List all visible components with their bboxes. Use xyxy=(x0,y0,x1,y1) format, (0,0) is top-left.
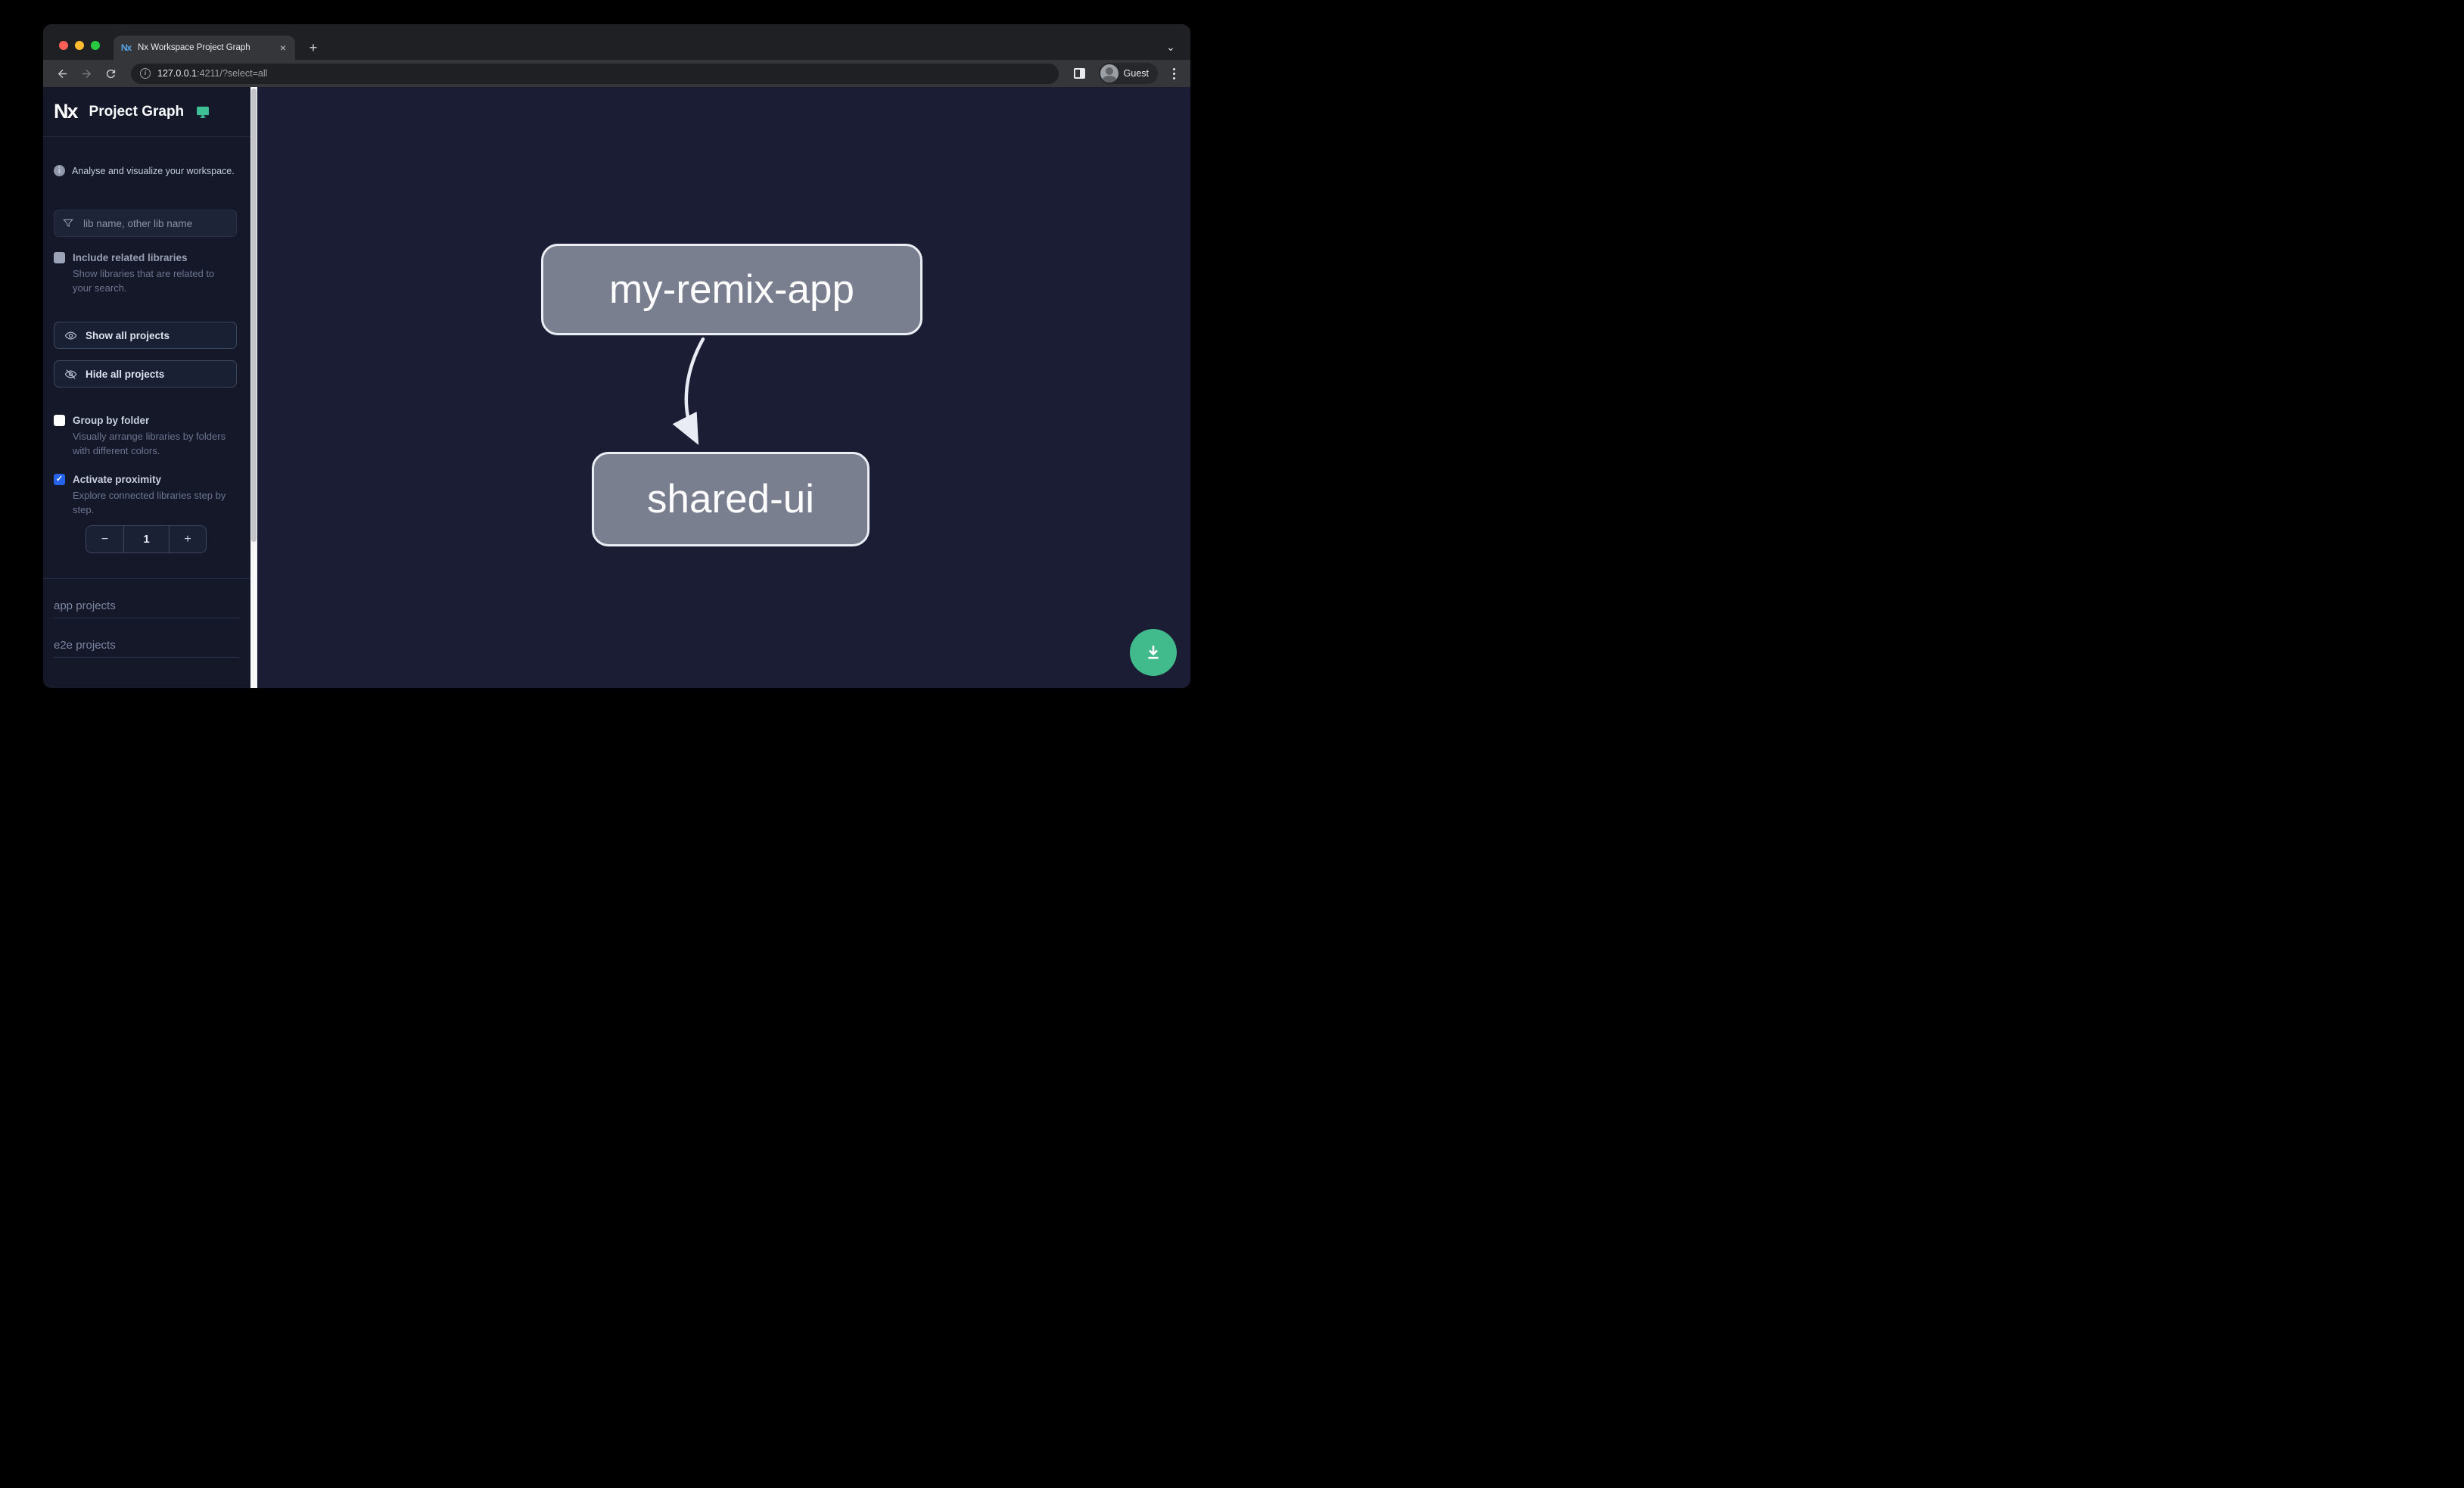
site-info-icon[interactable]: i xyxy=(140,68,151,79)
eye-off-icon xyxy=(64,369,77,379)
reload-button[interactable] xyxy=(101,64,120,83)
show-all-projects-label: Show all projects xyxy=(86,329,170,341)
section-rule xyxy=(54,657,240,658)
proximity-decrement-button[interactable]: − xyxy=(86,525,124,553)
filter-field[interactable] xyxy=(54,210,237,237)
dependency-edge xyxy=(672,337,705,446)
filter-input[interactable] xyxy=(82,216,229,230)
funnel-icon xyxy=(63,219,73,227)
section-label: e2e projects xyxy=(54,639,116,652)
url-host: 127.0.0.1 xyxy=(157,68,198,79)
reload-icon xyxy=(106,69,115,78)
url-text: 127.0.0.1:4211/?select=all xyxy=(157,68,267,79)
browser-menu-button[interactable] xyxy=(1167,65,1181,82)
profile-button[interactable]: Guest xyxy=(1098,63,1158,84)
sidebar: Nx Project Graph i Analyse and visualize… xyxy=(43,87,250,688)
group-by-folder-label: Group by folder xyxy=(73,415,150,426)
url-path: :4211/?select=all xyxy=(197,68,268,79)
scrollbar-thumb[interactable] xyxy=(251,89,257,542)
group-by-folder-checkbox[interactable] xyxy=(54,415,65,426)
address-bar[interactable]: i 127.0.0.1:4211/?select=all xyxy=(131,63,1059,84)
section-app-projects: app projects xyxy=(54,579,240,618)
page-title: Project Graph xyxy=(89,103,185,120)
project-graph-canvas[interactable]: my-remix-app shared-ui xyxy=(257,87,1190,688)
browser-toolbar: i 127.0.0.1:4211/?select=all Guest xyxy=(43,60,1190,87)
activate-proximity-description: Explore connected libraries step by step… xyxy=(73,490,226,515)
browser-tab[interactable]: Nx Nx Workspace Project Graph × xyxy=(114,36,295,60)
info-icon: i xyxy=(54,165,65,176)
minimize-window-button[interactable] xyxy=(75,41,84,50)
tab-strip: Nx Nx Workspace Project Graph × + ⌄ xyxy=(43,24,1190,60)
sidebar-header: Nx Project Graph xyxy=(43,87,250,137)
include-related-description: Show libraries that are related to your … xyxy=(73,268,215,294)
section-e2e-projects: e2e projects xyxy=(54,618,240,658)
forward-button[interactable] xyxy=(76,64,96,83)
include-related-label: Include related libraries xyxy=(73,252,188,263)
forward-arrow-icon xyxy=(82,69,91,78)
sidebar-scrollbar[interactable] xyxy=(250,87,257,688)
tab-search-chevron-icon[interactable]: ⌄ xyxy=(1166,41,1175,53)
tagline-text: Analyse and visualize your workspace. xyxy=(72,165,235,176)
activate-proximity-option: Activate proximity Explore connected lib… xyxy=(43,473,250,517)
tab-close-icon[interactable]: × xyxy=(279,42,286,54)
side-panel-toggle-icon[interactable] xyxy=(1073,68,1085,79)
maximize-window-button[interactable] xyxy=(91,41,100,50)
avatar-icon xyxy=(1100,64,1118,82)
group-by-folder-option: Group by folder Visually arrange librari… xyxy=(43,414,250,458)
tagline-row: i Analyse and visualize your workspace. xyxy=(54,165,240,176)
include-related-checkbox[interactable] xyxy=(54,252,65,263)
close-window-button[interactable] xyxy=(59,41,68,50)
proximity-value: 1 xyxy=(124,525,169,553)
section-label: app projects xyxy=(54,599,116,612)
back-arrow-icon xyxy=(58,69,67,78)
nx-logo: Nx xyxy=(54,100,78,123)
download-graph-button[interactable] xyxy=(1130,629,1177,676)
graph-node[interactable]: my-remix-app xyxy=(541,244,922,335)
include-related-option: Include related libraries Show libraries… xyxy=(43,251,250,295)
browser-window: Nx Nx Workspace Project Graph × + ⌄ i 12… xyxy=(43,24,1190,688)
group-by-folder-description: Visually arrange libraries by folders wi… xyxy=(73,431,226,456)
hide-all-projects-label: Hide all projects xyxy=(86,368,165,380)
nx-favicon-icon: Nx xyxy=(120,42,132,53)
download-icon xyxy=(1148,645,1159,659)
sidebar-divider xyxy=(43,578,250,579)
hide-all-projects-button[interactable]: Hide all projects xyxy=(54,360,237,388)
tab-title: Nx Workspace Project Graph xyxy=(138,43,250,52)
activate-proximity-label: Activate proximity xyxy=(73,474,162,485)
eye-icon xyxy=(64,332,77,339)
show-all-projects-button[interactable]: Show all projects xyxy=(54,322,237,349)
proximity-stepper: − 1 + xyxy=(86,525,207,553)
activate-proximity-checkbox[interactable] xyxy=(54,474,65,485)
profile-label: Guest xyxy=(1123,68,1149,79)
graph-node[interactable]: shared-ui xyxy=(592,452,870,546)
back-button[interactable] xyxy=(52,64,72,83)
proximity-increment-button[interactable]: + xyxy=(169,525,207,553)
window-controls xyxy=(59,41,100,50)
monitor-icon[interactable] xyxy=(195,104,210,120)
new-tab-button[interactable]: + xyxy=(309,40,318,55)
